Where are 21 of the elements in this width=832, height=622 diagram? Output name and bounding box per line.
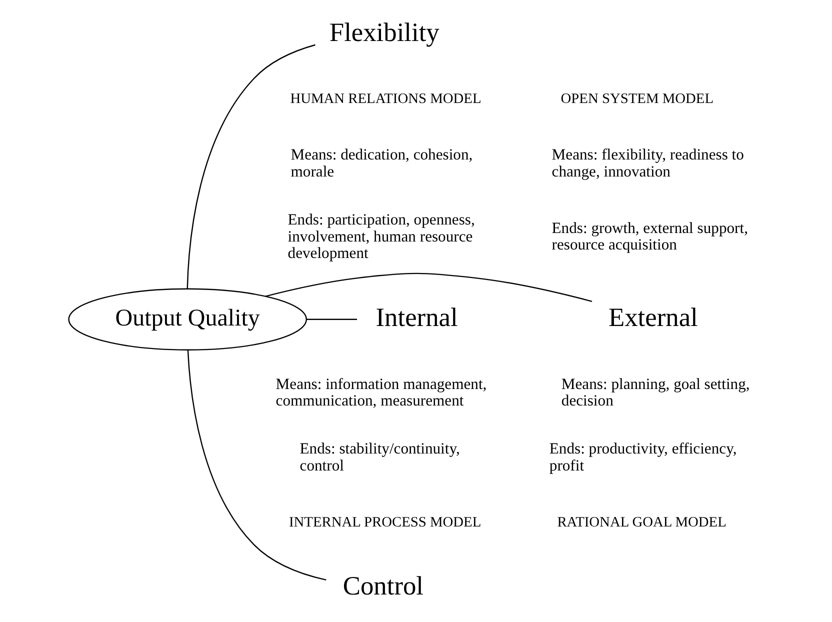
label: RATIONAL GOAL MODEL [556,514,726,530]
node-ellipse: Output Quality [68,288,306,350]
node-text: External [608,302,698,332]
connector [264,272,592,302]
label: Means: information management, communication, measurement [275,376,486,410]
connector [186,350,326,581]
label: Means: planning, goal setting, decision [560,376,750,410]
label: Means: dedication, cohesion, morale [290,146,472,181]
node-text: Flexibility [328,17,439,48]
label: Means: flexibility, readiness to change, innovation [551,146,744,181]
label: Ends: participation, openness, involvement, human resource development [287,212,474,262]
node-text: Internal [375,302,458,332]
label: INTERNAL PROCESS MODEL [288,514,481,530]
connector [306,318,356,320]
label: Ends: stability/continuity, control [299,440,460,474]
node-text: Control [342,570,424,600]
label: OPEN SYSTEM MODEL [560,90,714,107]
connector [186,44,315,289]
label: HUMAN RELATIONS MODEL [290,90,481,107]
label: Ends: productivity, efficiency, profit [548,440,736,474]
label: Ends: growth, external support, resource acquisition [551,220,748,254]
